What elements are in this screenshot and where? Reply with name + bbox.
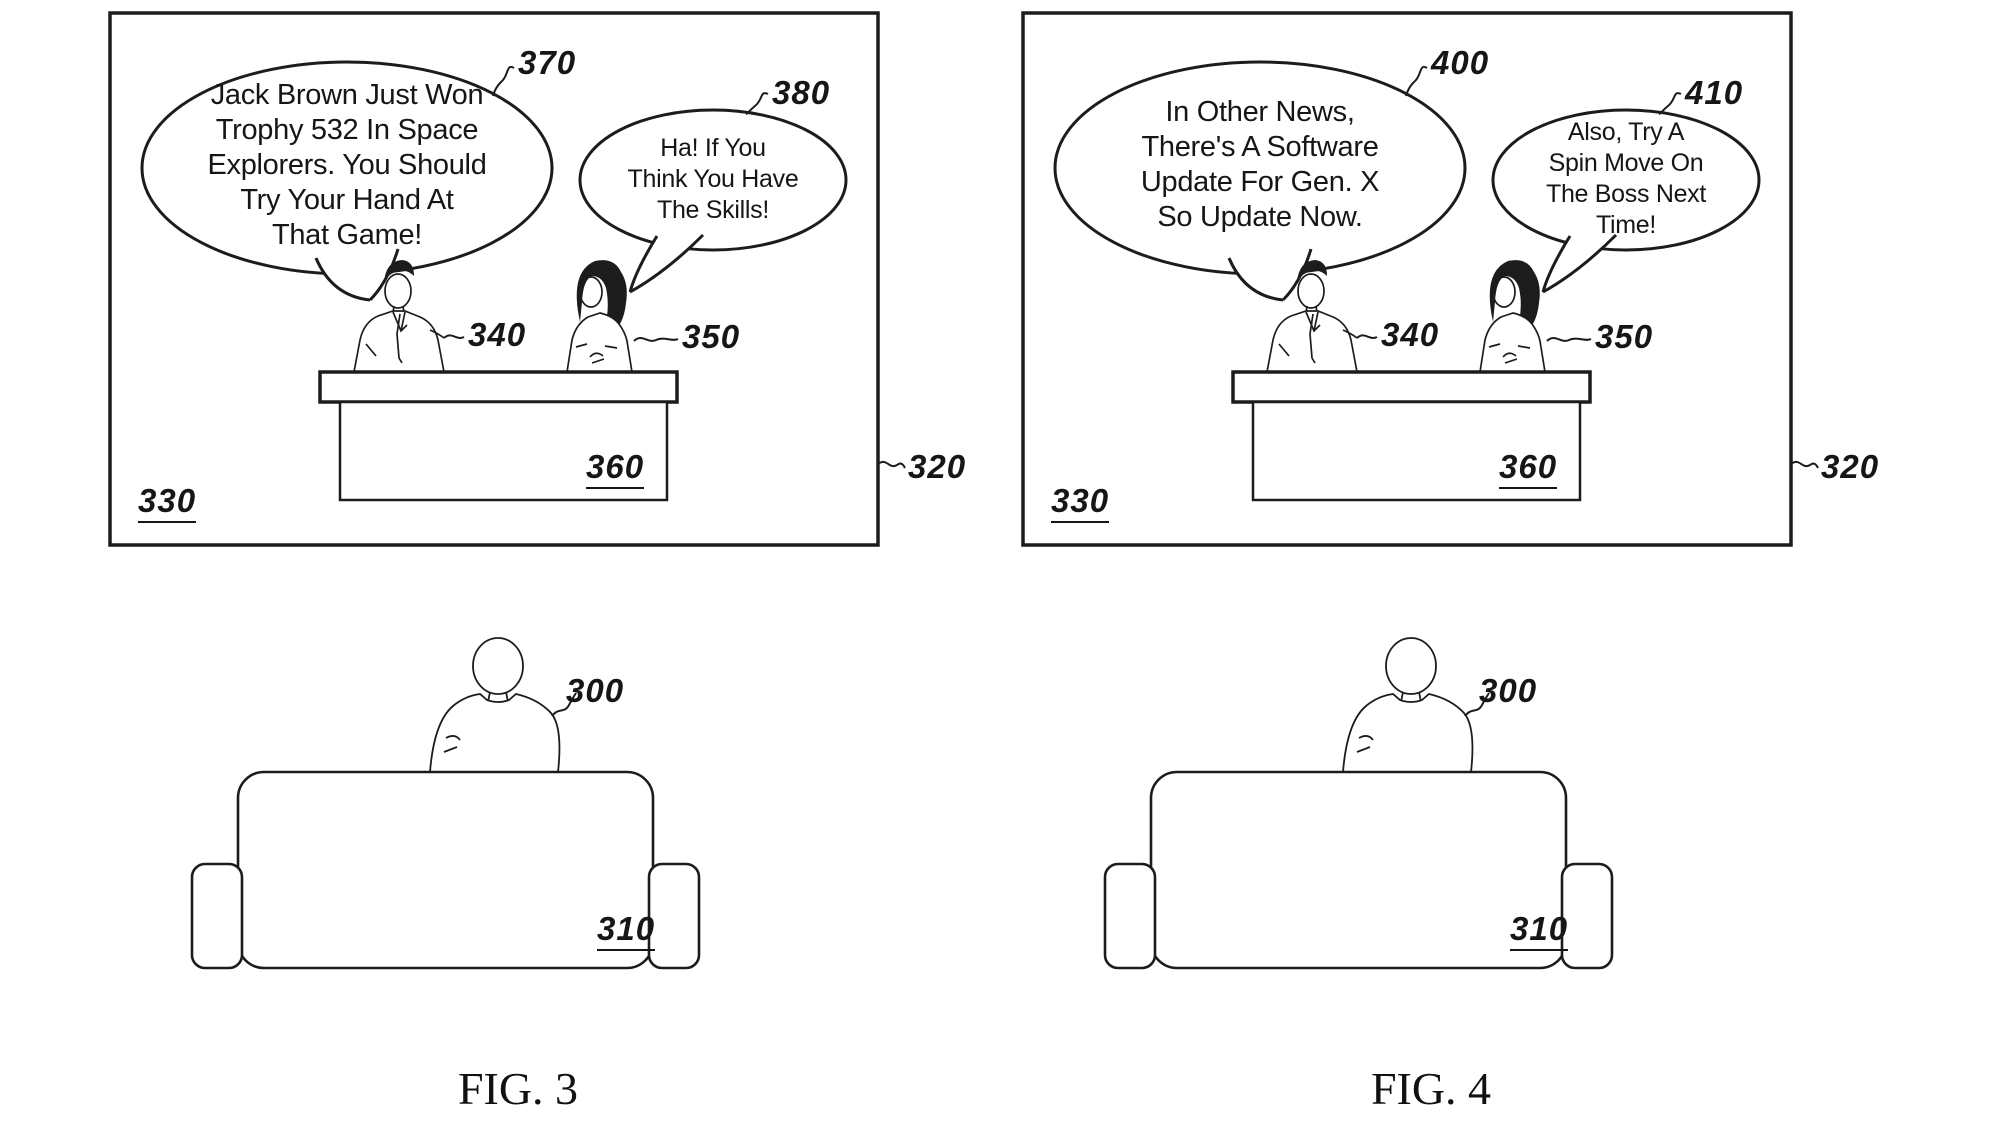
ref-320-tv: 320: [1821, 448, 1880, 485]
ref-350-anchor-woman: 350: [682, 318, 741, 355]
ref-330-screen: 330: [138, 484, 197, 523]
bubble-line: Ha! If You: [660, 133, 766, 162]
speech-bubble-410-text: Also, Try A Spin Move On The Boss Next T…: [1493, 110, 1759, 248]
ref-380-right-bubble: 380: [772, 74, 831, 111]
figure-3-caption: FIG. 3: [457, 1063, 579, 1114]
ref-320-tv: 320: [908, 448, 967, 485]
bubble-line: There's A Software: [1141, 131, 1379, 163]
bubble-line: Try Your Hand At: [240, 183, 454, 216]
bubble-line: Jack Brown Just Won: [210, 78, 484, 111]
speech-bubble-370-text: Jack Brown Just Won Trophy 532 In Space …: [144, 58, 550, 272]
figure-4-panel: In Other News, There's A Software Update…: [1021, 0, 1901, 1125]
bubble-line: Think You Have: [627, 164, 799, 193]
ref-360-desk: 360: [1499, 450, 1558, 489]
bubble-line: Time!: [1595, 211, 1657, 239]
bubble-line: Also, Try A: [1567, 118, 1685, 146]
ref-340-anchor-man: 340: [468, 316, 527, 353]
ref-310-couch: 310: [597, 912, 656, 951]
ref-350-anchor-woman: 350: [1595, 318, 1654, 355]
bubble-line: That Game!: [271, 218, 423, 251]
ref-310-couch: 310: [1510, 912, 1569, 951]
bubble-line: So Update Now.: [1157, 201, 1363, 233]
figure-3-panel: Jack Brown Just Won Trophy 532 In Space …: [108, 0, 988, 1125]
bubble-line: In Other News,: [1165, 96, 1355, 128]
speech-bubble-380-text: Ha! If You Think You Have The Skills!: [580, 110, 846, 248]
ref-400-left-bubble: 400: [1431, 44, 1490, 81]
ref-300-viewer: 300: [1479, 672, 1538, 709]
ref-410-right-bubble: 410: [1685, 74, 1744, 111]
speech-bubble-400-text: In Other News, There's A Software Update…: [1057, 58, 1463, 272]
bubble-line: Explorers. You Should: [207, 148, 487, 181]
ref-300-viewer: 300: [566, 672, 625, 709]
bubble-line: Trophy 532 In Space: [215, 113, 479, 146]
figure-4-caption: FIG. 4: [1370, 1063, 1492, 1114]
ref-340-anchor-man: 340: [1381, 316, 1440, 353]
bubble-line: The Skills!: [656, 195, 769, 224]
bubble-line: The Boss Next: [1545, 180, 1707, 208]
bubble-line: Update For Gen. X: [1140, 166, 1380, 198]
ref-330-screen: 330: [1051, 484, 1110, 523]
ref-360-desk: 360: [586, 450, 645, 489]
ref-370-left-bubble: 370: [518, 44, 577, 81]
bubble-line: Spin Move On: [1548, 149, 1704, 177]
